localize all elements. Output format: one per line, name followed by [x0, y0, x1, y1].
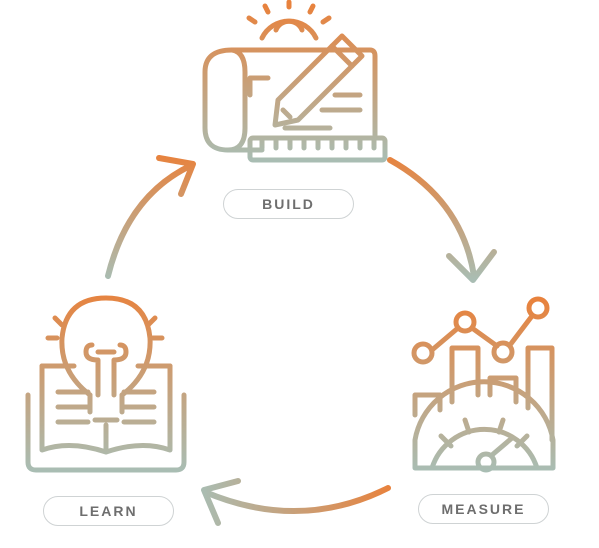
arrow-learn-to-build — [105, 155, 196, 279]
book-lightbulb-icon — [25, 295, 187, 473]
learn-label-pill: LEARN — [43, 496, 174, 526]
measure-label-pill: MEASURE — [418, 494, 549, 524]
blueprint-pencil-gear-icon — [202, 0, 388, 163]
measure-label: MEASURE — [441, 501, 526, 517]
arrow-measure-to-learn — [201, 478, 391, 526]
build-label: BUILD — [262, 196, 315, 212]
learn-label: LEARN — [79, 503, 138, 519]
chart-gauge-icon — [411, 296, 556, 473]
arrow-build-to-measure — [387, 157, 497, 283]
build-label-pill: BUILD — [223, 189, 354, 219]
